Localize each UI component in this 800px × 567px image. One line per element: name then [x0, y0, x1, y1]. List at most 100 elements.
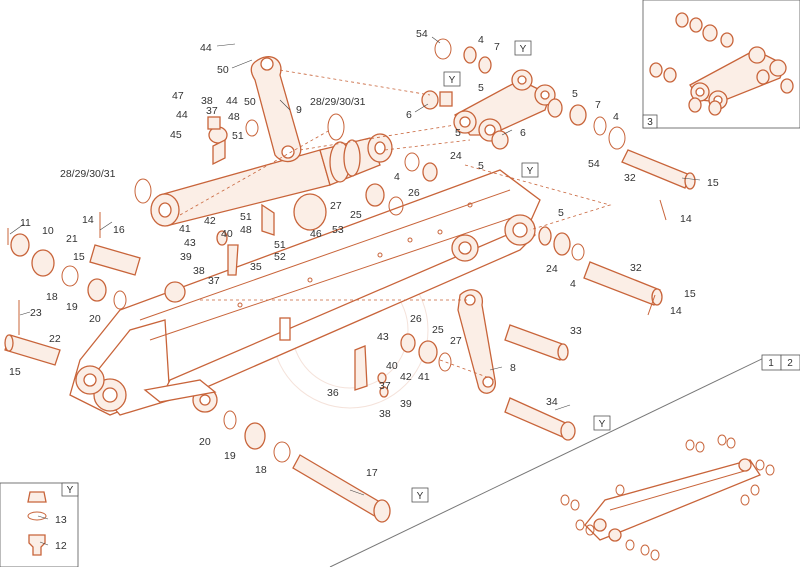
callout-36: 36	[327, 387, 339, 399]
callout-21: 21	[66, 233, 78, 245]
callout-40: 40	[386, 360, 398, 372]
callout-15: 15	[73, 251, 85, 263]
inset-lube-fitting: Y	[0, 482, 79, 567]
callout-44: 44	[200, 42, 212, 54]
callout-51: 51	[240, 211, 252, 223]
callout-26: 26	[408, 187, 420, 199]
callout-32: 32	[630, 262, 642, 274]
callout-34: 34	[546, 396, 558, 408]
callout-44: 44	[176, 109, 188, 121]
callout-37: 37	[206, 105, 218, 117]
callout-37: 37	[208, 275, 220, 287]
inset-view-1-2: 1 2	[329, 354, 800, 567]
callout-9: 9	[296, 104, 302, 116]
inset-1-tag: 1	[768, 358, 774, 369]
assembly-guide-lines	[179, 69, 612, 381]
callout-53: 53	[332, 224, 344, 236]
callout-50: 50	[244, 96, 256, 108]
callout-20: 20	[199, 436, 211, 448]
y-reference-tags: Y Y Y Y Y	[411, 40, 611, 503]
callout-43: 43	[377, 331, 389, 343]
callout-27: 27	[330, 200, 342, 212]
bushings-and-rings	[10, 38, 626, 463]
callout-4: 4	[570, 278, 576, 290]
callout-27: 27	[450, 335, 462, 347]
callout-15: 15	[9, 366, 21, 378]
callout-28-31: 28/29/30/31	[310, 96, 366, 108]
rocker-link-9	[250, 56, 302, 163]
hydraulic-cylinder	[150, 133, 393, 227]
callout-12: 12	[55, 540, 67, 552]
callout-46: 46	[310, 228, 322, 240]
callout-10: 10	[42, 225, 54, 237]
callout-5: 5	[455, 127, 461, 139]
callout-43: 43	[184, 237, 196, 249]
callout-45: 45	[170, 129, 182, 141]
callout-24: 24	[450, 150, 462, 162]
part-callouts: 44 50 9 47 38 44 37 44 48 50 45 51 28/29…	[9, 28, 719, 552]
callout-32: 32	[624, 172, 636, 184]
callout-18: 18	[46, 291, 58, 303]
callout-54: 54	[588, 158, 600, 170]
callout-42: 42	[400, 371, 412, 383]
callout-33: 33	[570, 325, 582, 337]
callout-37: 37	[379, 380, 391, 392]
y-tag-3: Y	[527, 166, 534, 177]
y-tag-5: Y	[417, 491, 424, 502]
callout-17: 17	[366, 467, 378, 479]
callout-50: 50	[217, 64, 229, 76]
callout-25: 25	[432, 324, 444, 336]
callout-13: 13	[55, 514, 67, 526]
callout-5: 5	[558, 207, 564, 219]
callout-15: 15	[707, 177, 719, 189]
main-boom-frame	[69, 169, 541, 416]
callout-38: 38	[193, 265, 205, 277]
callout-51: 51	[274, 239, 286, 251]
callout-54: 54	[416, 28, 428, 40]
inset-3-tag: 3	[647, 117, 653, 128]
inset-view-3: 3	[642, 0, 800, 129]
callout-16: 16	[113, 224, 125, 236]
callout-44: 44	[226, 95, 238, 107]
callout-7: 7	[494, 41, 500, 53]
callout-19: 19	[66, 301, 78, 313]
callout-5: 5	[478, 82, 484, 94]
callout-39: 39	[400, 398, 412, 410]
callout-14: 14	[82, 214, 94, 226]
callout-51: 51	[232, 130, 244, 142]
callout-38: 38	[201, 95, 213, 107]
callout-47: 47	[172, 90, 184, 102]
callout-52: 52	[274, 251, 286, 263]
callout-24: 24	[546, 263, 558, 275]
callout-4: 4	[478, 34, 484, 46]
callout-39: 39	[180, 251, 192, 263]
callout-19: 19	[224, 450, 236, 462]
callout-41: 41	[418, 371, 430, 383]
callout-15: 15	[684, 288, 696, 300]
callout-20: 20	[89, 313, 101, 325]
callout-5: 5	[572, 88, 578, 100]
callout-28-31: 28/29/30/31	[60, 168, 116, 180]
callout-25: 25	[350, 209, 362, 221]
leader-lines	[9, 36, 701, 546]
callout-14: 14	[680, 213, 692, 225]
callout-40: 40	[221, 228, 233, 240]
inset-y-tag: Y	[67, 485, 74, 496]
callout-22: 22	[49, 333, 61, 345]
inset-2-tag: 2	[787, 358, 793, 369]
callout-23: 23	[30, 307, 42, 319]
callout-42: 42	[204, 215, 216, 227]
y-tag-1: Y	[520, 44, 527, 55]
callout-6: 6	[406, 109, 412, 121]
callout-26: 26	[410, 313, 422, 325]
callout-5: 5	[478, 160, 484, 172]
y-tag-4: Y	[599, 419, 606, 430]
callout-14: 14	[670, 305, 682, 317]
callout-48: 48	[240, 224, 252, 236]
callout-41: 41	[179, 223, 191, 235]
y-tag-2: Y	[449, 75, 456, 86]
callout-18: 18	[255, 464, 267, 476]
callout-38: 38	[379, 408, 391, 420]
callout-7: 7	[595, 99, 601, 111]
